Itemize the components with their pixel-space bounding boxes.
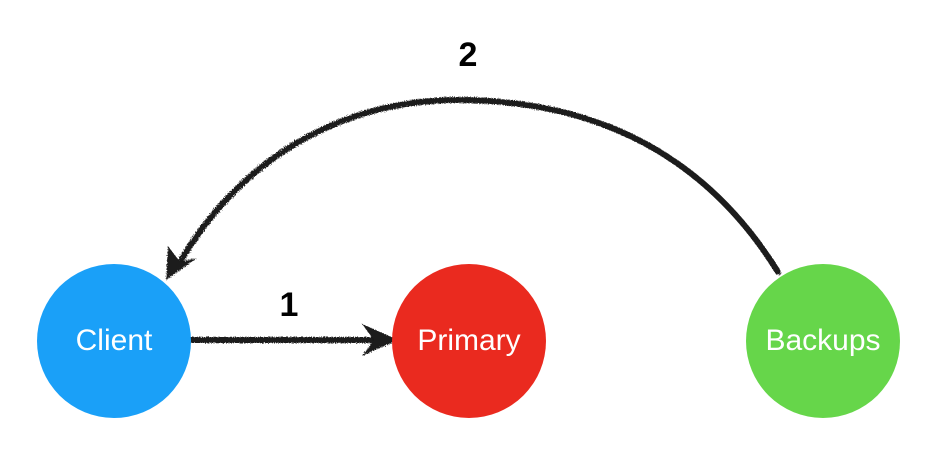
- node-primary-label: Primary: [417, 324, 520, 357]
- node-client: Client: [37, 264, 191, 418]
- edge-label-backups-to-client: 2: [459, 36, 478, 74]
- arrow-backups-to-client-line: [177, 96, 781, 275]
- node-primary-circle: [392, 264, 546, 418]
- arrow-client-to-primary: [187, 324, 398, 356]
- node-backups-circle: [746, 264, 900, 418]
- arrow-backups-to-client: [166, 96, 781, 280]
- arrow-backups-to-client-head: [166, 246, 197, 280]
- node-backups-label: Backups: [765, 324, 880, 357]
- node-primary: Primary: [392, 264, 546, 418]
- arrow-client-to-primary-head: [362, 324, 398, 356]
- node-backups: Backups: [746, 264, 900, 418]
- node-client-label: Client: [76, 324, 153, 357]
- node-client-circle: [37, 264, 191, 418]
- edge-label-client-to-primary: 1: [280, 286, 299, 324]
